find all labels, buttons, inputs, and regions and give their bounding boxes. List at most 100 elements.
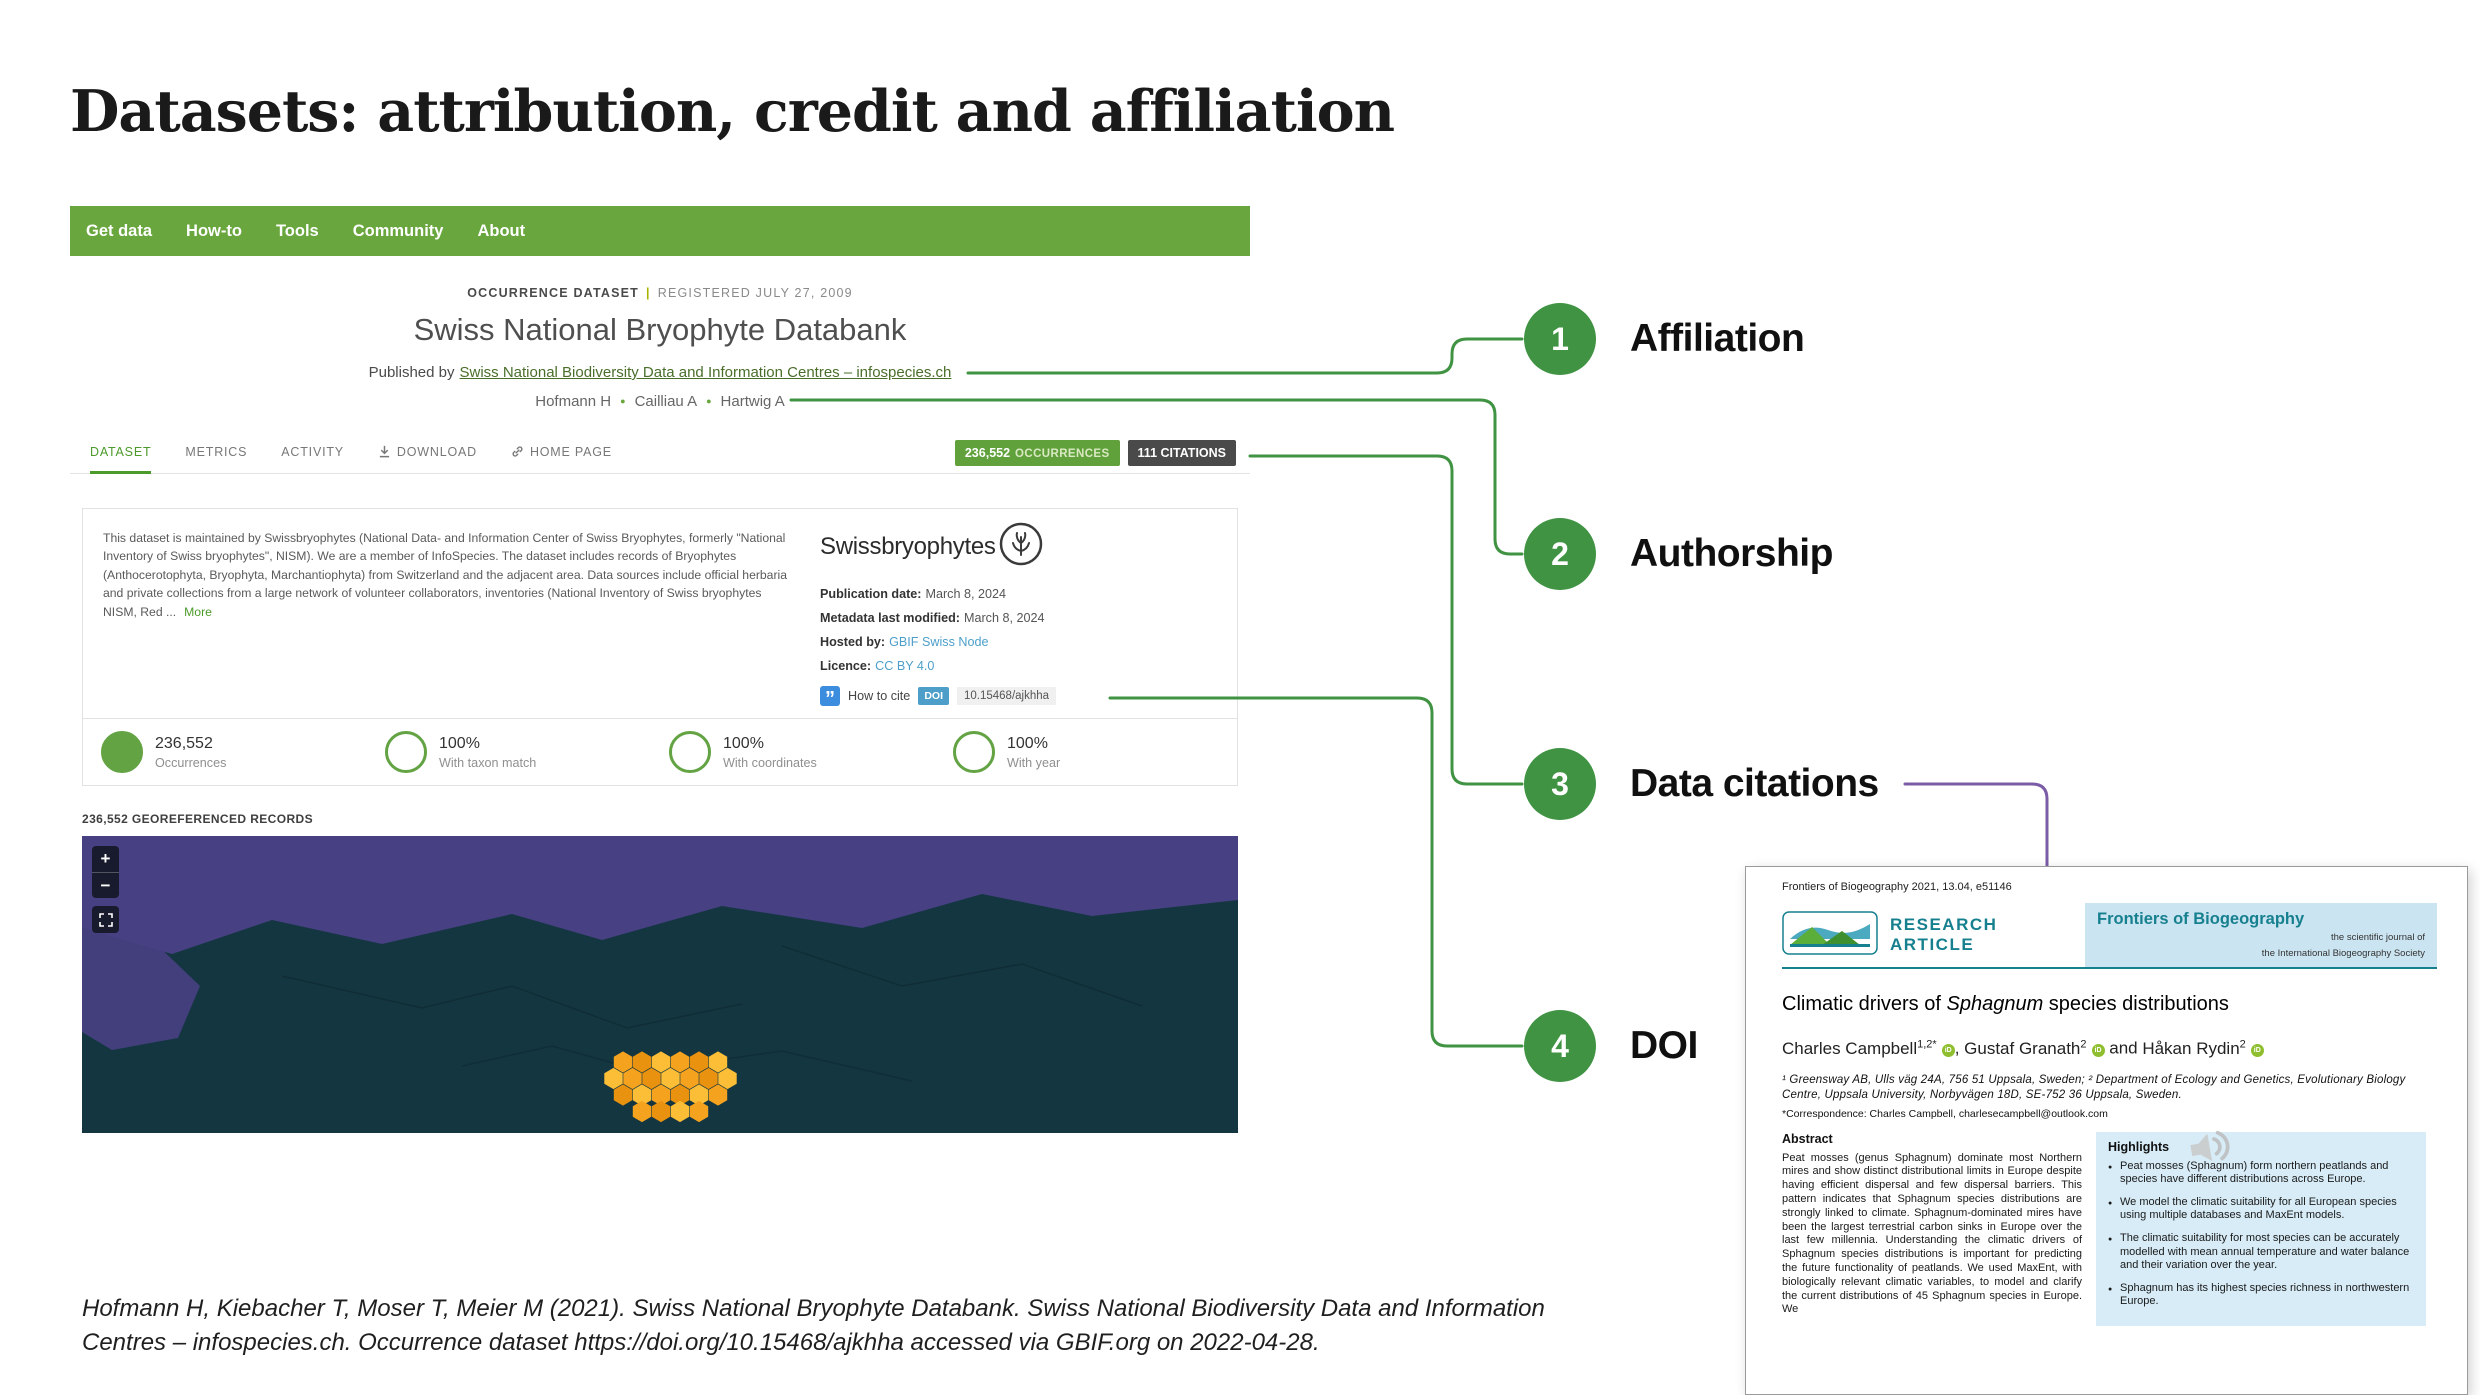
dataset-title: Swiss National Bryophyte Databank — [413, 312, 907, 347]
map-land-west — [82, 928, 200, 1050]
tab-label: ACTIVITY — [281, 444, 344, 459]
journal-logo-icon — [1782, 910, 1878, 960]
nav-item-tools[interactable]: Tools — [275, 221, 319, 240]
map-border-line — [781, 945, 1143, 1007]
how-to-cite-label[interactable]: How to cite — [848, 689, 911, 703]
journal-banner: Frontiers of Biogeography the scientific… — [2085, 903, 2437, 967]
connector-line-article — [1903, 782, 2049, 868]
occurrence-hexagon[interactable] — [670, 1051, 690, 1073]
author-separator-dot: ● — [620, 396, 626, 406]
gbif-navbar: Get data How-to Tools Community About — [70, 206, 1250, 256]
fullscreen-button[interactable] — [92, 906, 119, 933]
occurrence-hexagon[interactable] — [632, 1100, 652, 1123]
occurrence-hexagon[interactable] — [670, 1084, 690, 1106]
abstract-text: Peat mosses (genus Sphagnum) dominate mo… — [1782, 1151, 2082, 1316]
hosted-by-label: Hosted by: — [820, 635, 886, 649]
occurrence-hexagon[interactable] — [661, 1067, 680, 1090]
occurrence-hexagon[interactable] — [642, 1067, 661, 1090]
occurrence-hexagon[interactable] — [718, 1067, 737, 1090]
occurrence-hexagon[interactable] — [651, 1100, 671, 1123]
stat-value: 100% — [1007, 734, 1048, 752]
occurrence-hexagon[interactable] — [623, 1067, 642, 1090]
occurrence-hexagon[interactable] — [613, 1084, 633, 1106]
citations-badge[interactable]: 111 CITATIONS — [1127, 439, 1236, 466]
dataset-meta: OCCURRENCE DATASET | REGISTERED JULY 27, 2… — [70, 286, 1250, 300]
annotation-label: Affiliation — [1630, 317, 1805, 360]
occurrence-hexbin — [604, 1051, 737, 1123]
occurrence-hexagon[interactable] — [689, 1051, 709, 1073]
occurrence-hexagon[interactable] — [689, 1084, 709, 1106]
occurrence-hexagon[interactable] — [613, 1051, 633, 1073]
doi-value[interactable]: 10.15468/ajkhha — [956, 687, 1057, 705]
highlight-item: Peat mosses (Sphagnum) form northern pea… — [2108, 1160, 2414, 1187]
occurrence-hexagon[interactable] — [699, 1067, 718, 1090]
hosted-by-link[interactable]: GBIF Swiss Node — [889, 635, 989, 649]
licence-label: Licence: — [820, 659, 872, 673]
dataset-info-panel: Swissbryophytes Publication date:March 8… — [810, 509, 1237, 718]
occurrence-hexagon[interactable] — [680, 1067, 699, 1090]
publication-date-row: Publication date:March 8, 2024 — [820, 582, 1221, 606]
occurrence-hexagon[interactable] — [651, 1051, 671, 1073]
hosted-by-row: Hosted by:GBIF Swiss Node — [820, 630, 1221, 654]
occurrence-map[interactable]: + − — [82, 836, 1238, 1133]
journal-name: Frontiers of Biogeography — [2097, 910, 2305, 928]
stat-label: With year — [1007, 755, 1061, 770]
highlight-item: The climatic suitability for most specie… — [2108, 1232, 2414, 1273]
article-author: Håkan Rydin2iD — [2142, 1038, 2264, 1058]
speaker-icon — [2179, 1115, 2245, 1185]
quote-icon[interactable] — [820, 686, 841, 706]
annotation-number-circle: 3 — [1524, 748, 1596, 820]
nav-item-get-data[interactable]: Get data — [86, 221, 153, 240]
stat-label: Occurrences — [155, 755, 227, 770]
orcid-icon: iD — [1941, 1043, 1955, 1057]
zoom-in-button[interactable]: + — [100, 849, 111, 868]
download-icon — [378, 445, 391, 458]
nav-item-about[interactable]: About — [477, 221, 526, 240]
registered-date: REGISTERED JULY 27, 2009 — [657, 286, 853, 300]
article-correspondence: *Correspondence: Charles Campbell, charl… — [1782, 1107, 2108, 1120]
occurrence-hexagon[interactable] — [651, 1084, 671, 1106]
tab-download[interactable]: DOWNLOAD — [378, 432, 477, 474]
georeferenced-records-label: 236,552 GEOREFERENCED RECORDS — [82, 812, 313, 826]
publication-date-label: Publication date: — [820, 587, 922, 601]
occurrence-hexagon[interactable] — [689, 1100, 709, 1123]
connector-line-citations — [1248, 454, 1524, 786]
stat-text: 100%With taxon match — [439, 735, 536, 770]
licence-link[interactable]: CC BY 4.0 — [875, 659, 935, 673]
occurrences-count: 236,552 — [964, 445, 1011, 460]
occurrence-hexagon[interactable] — [670, 1100, 690, 1123]
tab-dataset[interactable]: DATASET — [90, 432, 152, 474]
publisher-link[interactable]: Swiss National Biodiversity Data and Inf… — [459, 364, 952, 381]
stat-text: 100% With year — [1007, 735, 1060, 770]
dataset-summary-card: This dataset is maintained by Swissbryop… — [82, 508, 1238, 786]
gbif-tabs: DATASET METRICS ACTIVITY DOWNLOAD HOME PAGE — [90, 432, 646, 474]
tab-metrics[interactable]: METRICS — [185, 432, 247, 474]
article-author: Charles Campbell1,2*iD — [1782, 1038, 1955, 1058]
stat-value: 236,552 — [155, 734, 213, 752]
map-canvas — [82, 836, 1238, 1133]
type-separator-bar: | — [646, 286, 651, 300]
nav-item-how-to[interactable]: How-to — [186, 221, 242, 240]
stat-label: With coordinates — [723, 755, 817, 770]
highlight-item: We model the climatic suitability for al… — [2108, 1196, 2414, 1223]
stat-circle-icon — [953, 731, 995, 773]
link-icon — [511, 445, 524, 458]
tab-label: DATASET — [90, 444, 152, 459]
more-link[interactable]: More — [184, 604, 212, 619]
zoom-out-button[interactable]: − — [92, 872, 119, 898]
nav-item-community[interactable]: Community — [352, 221, 444, 240]
occurrence-hexagon[interactable] — [708, 1051, 728, 1073]
stat-circle-icon — [385, 731, 427, 773]
dataset-type-label: OCCURRENCE DATASET — [467, 286, 640, 300]
tab-activity[interactable]: ACTIVITY — [281, 432, 344, 474]
slide-title: Datasets: attribution, credit and affili… — [70, 78, 1395, 145]
tab-home-page[interactable]: HOME PAGE — [511, 432, 612, 474]
occurrence-hexagon[interactable] — [632, 1051, 652, 1073]
annotation-label: Data citations — [1630, 762, 1879, 805]
occurrence-hexagon[interactable] — [708, 1084, 728, 1106]
occurrence-hexagon[interactable] — [604, 1067, 623, 1090]
occurrence-hexagon[interactable] — [632, 1084, 652, 1106]
how-to-cite-row: How to cite DOI 10.15468/ajkhha — [820, 686, 1221, 706]
